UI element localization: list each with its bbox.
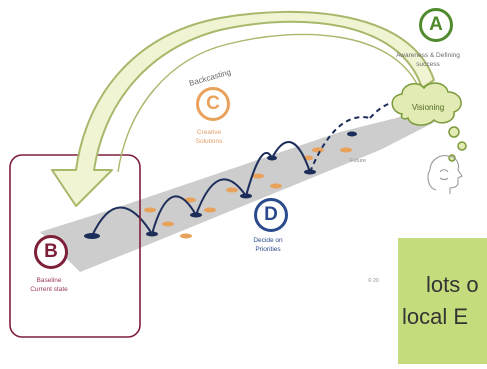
backcasting-arrow [51,10,435,207]
note-line-2: local E [402,304,469,329]
stage-c-label-line1: Creative [196,129,222,136]
orange-dashes [144,147,352,239]
stage-a-badge: A [419,8,453,42]
visioning-cloud [391,82,467,162]
stage-b-badge: B [34,235,68,269]
gray-path [40,112,435,272]
stage-d-label: Decide on Priorities [236,236,300,254]
stage-b-label-line1: Baseline [36,277,62,284]
stage-a-label-line2: success [416,61,440,68]
stage-c-label: Creative Solutions [174,128,244,146]
stage-d-badge: D [254,198,288,232]
stage-a-label-line1: Awareness & Defining [396,52,460,59]
note-line-1: lots o [426,272,479,297]
stage-c-label-line2: Solutions [195,138,223,145]
stage-d-label-line2: Priorities [255,246,281,253]
note-box: lots o local E [398,238,487,364]
future-label: Future [350,158,366,164]
stage-b-label: Baseline Current state [14,276,84,294]
backcasting-arrow-inner-line [117,33,419,173]
stage-a-label: Awareness & Defining success [373,51,483,69]
hop-arcs [91,99,413,237]
backcasting-label: Backcasting [188,67,232,88]
stage-c-badge: C [196,87,230,121]
thinking-head-icon [427,155,463,194]
visioning-label: Visioning [412,103,444,112]
stage-d-label-line1: Decide on [253,237,283,244]
copyright-text: © 20 [368,278,379,284]
baseline-frame [9,154,141,338]
stage-b-label-line2: Current state [30,286,68,293]
